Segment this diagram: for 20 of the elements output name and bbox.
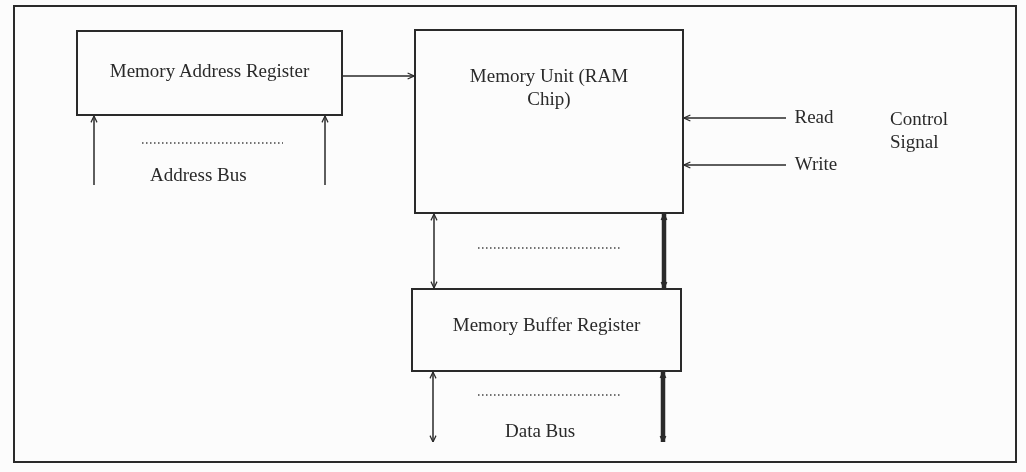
arrow xyxy=(659,371,667,443)
arrow xyxy=(683,161,787,169)
arrow xyxy=(321,115,329,186)
box-label: Memory Buffer Register xyxy=(452,314,641,337)
arrow xyxy=(90,115,98,186)
box-label: Memory Address Register xyxy=(109,60,310,83)
bus-label: Data Bus xyxy=(505,420,576,443)
arrow xyxy=(429,371,437,443)
arrow xyxy=(342,72,415,80)
register-box xyxy=(414,29,684,214)
signal-label: Write xyxy=(788,153,844,177)
control-signal-label: Control Signal xyxy=(890,108,950,154)
arrow xyxy=(683,114,787,122)
register-box xyxy=(411,288,682,372)
bus-label: Address Bus xyxy=(150,164,247,187)
register-box xyxy=(76,30,343,116)
arrow xyxy=(430,213,438,289)
box-label: Memory Unit (RAM Chip) xyxy=(469,65,629,111)
signal-label: Read xyxy=(788,106,840,130)
arrow xyxy=(660,213,668,289)
